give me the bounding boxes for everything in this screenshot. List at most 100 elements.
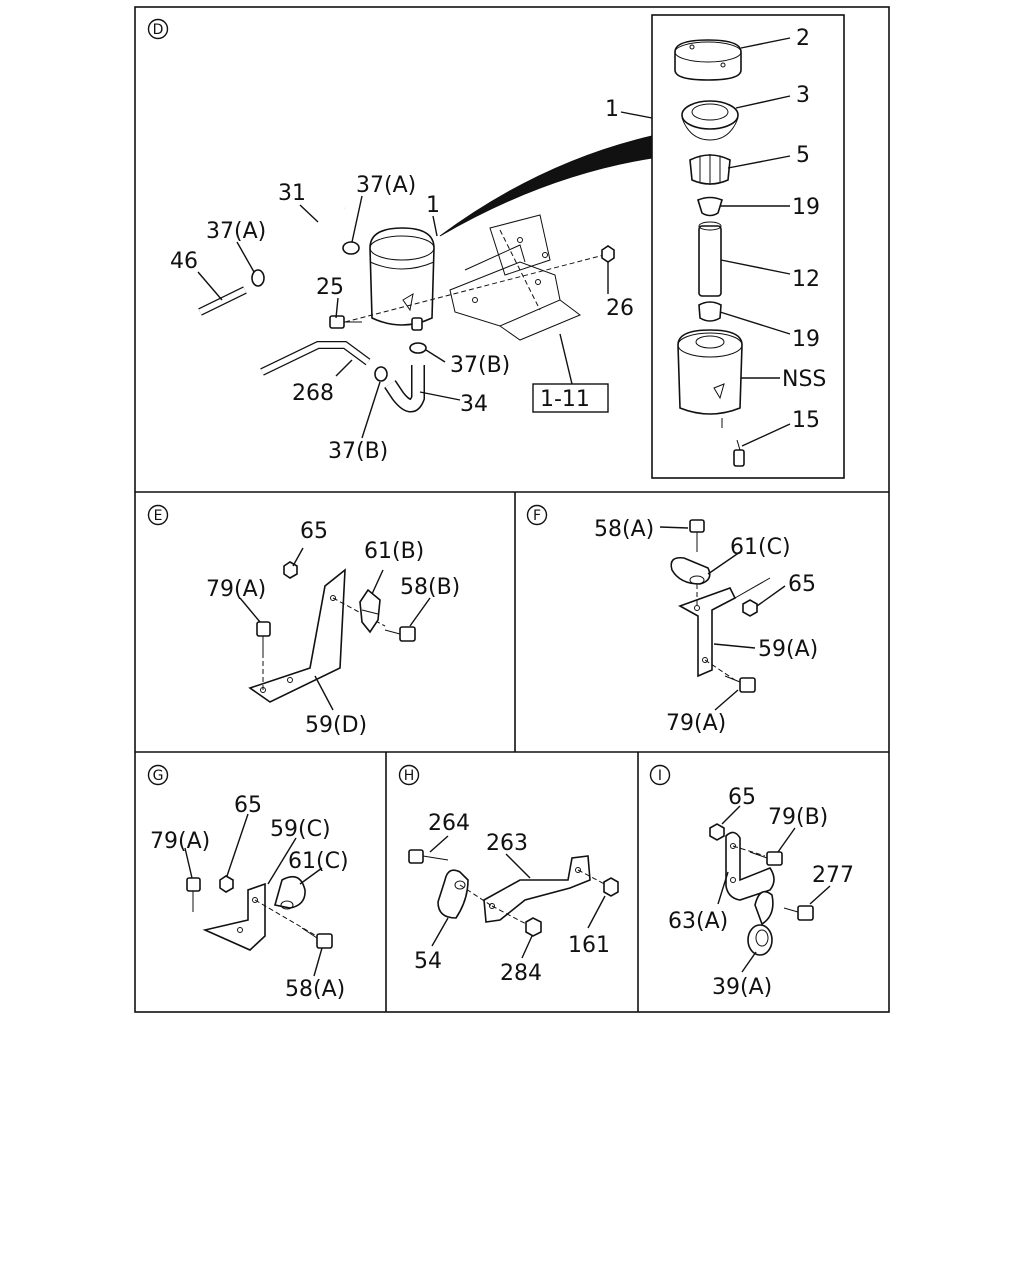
label-d-5: 5 [796,143,810,168]
clip-37a-left-drawing [251,269,265,287]
pipe-268-drawing [260,341,371,376]
bracket-263-drawing [483,855,591,923]
section-marker-h: H [398,764,420,786]
label-g-79a: 79(A) [150,829,210,854]
svg-text:E: E [154,508,163,524]
section-marker-e: E [147,504,169,526]
svg-text:G: G [153,768,164,784]
section-marker-i: I [649,764,671,786]
label-e-59d: 59(D) [305,713,367,738]
label-d-ref-1-11: 1-11 [540,387,590,412]
label-h-263: 263 [486,831,528,856]
label-h-161: 161 [568,933,610,958]
label-d-37b-upper: 37(B) [450,353,510,378]
label-d-26: 26 [606,296,634,321]
detail-pointer-arrow [439,135,653,237]
bolt-277-drawing [783,905,814,921]
label-i-39a: 39(A) [712,975,772,1000]
label-e-79a: 79(A) [206,577,266,602]
diagram-outer-frame [134,6,890,1013]
label-d-15: 15 [792,408,820,433]
label-d-268: 268 [292,381,334,406]
nut-161-drawing [603,877,619,897]
pipe-46-drawing [198,286,247,316]
label-i-79b: 79(B) [768,805,828,830]
label-i-65: 65 [728,785,756,810]
label-d-2: 2 [796,26,810,51]
label-f-58a: 58(A) [594,517,654,542]
section-marker-f: F [526,504,548,526]
reference-box [532,383,609,413]
label-d-46: 46 [170,249,198,274]
svg-text:F: F [533,508,541,524]
clamp-39a-drawing [747,890,774,956]
bolt-79a-g-drawing [186,877,201,912]
nut-65-i-drawing [709,823,725,841]
clip-37b-lower-drawing [374,366,388,382]
reservoir-assembly-drawing [369,227,435,331]
label-g-58a: 58(A) [285,977,345,1002]
nut-65-g-drawing [219,875,234,893]
bolt-264-drawing [408,849,449,864]
clip-37b-upper-drawing [409,342,427,354]
label-f-79a: 79(A) [666,711,726,736]
section-marker-d: D [147,18,169,40]
label-g-59c: 59(C) [270,817,331,842]
bushing-upper-drawing [697,196,723,217]
label-g-61c: 61(C) [288,849,349,874]
exploded-inset-frame [651,14,845,479]
label-h-264: 264 [428,811,470,836]
label-d-nss: NSS [782,367,826,392]
label-h-284: 284 [500,961,542,986]
nut-65-f-drawing [742,599,758,617]
bracket-59a-drawing [678,587,737,678]
bolt-25-drawing [329,315,362,329]
label-d-31: 31 [278,181,306,206]
label-i-63a: 63(A) [668,909,728,934]
label-g-65: 65 [234,793,262,818]
label-d-19-upper: 19 [792,195,820,220]
label-h-54: 54 [414,949,442,974]
bracket-63a-drawing [725,831,775,901]
clip-37a-right-drawing [342,241,360,255]
hose-31-drawing [260,201,347,281]
bolt-58a-f-drawing [689,519,705,552]
label-f-65: 65 [788,572,816,597]
clamp-61c-g-drawing [273,875,306,910]
cap-seal-drawing [681,100,739,141]
label-e-58b: 58(B) [400,575,460,600]
reservoir-cap-drawing [674,39,742,81]
clamp-54-drawing [437,869,469,919]
tube-drawing [698,221,722,297]
label-i-277: 277 [812,863,854,888]
label-d-1-assembly: 1 [605,97,619,122]
label-d-37a-right: 37(A) [356,173,416,198]
section-marker-g: G [147,764,169,786]
label-f-59a: 59(A) [758,637,818,662]
label-d-1-reservoir: 1 [426,193,440,218]
label-d-3: 3 [796,83,810,108]
svg-text:D: D [153,22,164,38]
hose-34-drawing [384,365,425,413]
label-d-37b-lower: 37(B) [328,439,388,464]
reservoir-body-drawing [677,329,743,428]
clamp-61c-f-drawing [670,556,711,585]
label-d-25: 25 [316,275,344,300]
bolt-58b-drawing [384,626,416,642]
nut-65-e-drawing [283,561,298,579]
callout-labels: 2 3 5 19 12 19 NSS 15 1 1 31 37(A) 37(A)… [150,26,854,1002]
bolt-79b-drawing [749,851,783,866]
bracket-59d-drawing [248,568,346,703]
bolt-79a-e-drawing [256,621,271,655]
bushing-lower-drawing [698,301,722,322]
mounting-bracket-drawing [449,214,581,341]
label-e-61b: 61(B) [364,539,424,564]
label-d-19-lower: 19 [792,327,820,352]
svg-text:H: H [404,768,415,784]
bolt-58a-g-drawing [301,927,333,949]
bracket-59c-drawing [202,882,266,951]
label-d-37a-left: 37(A) [206,219,266,244]
label-d-12: 12 [792,267,820,292]
label-f-61c: 61(C) [730,535,791,560]
